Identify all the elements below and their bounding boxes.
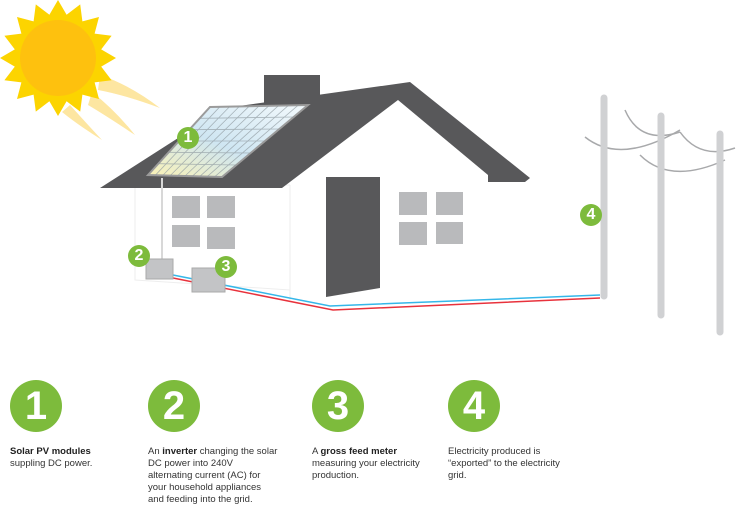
step-3-badge: 3 [312, 380, 364, 432]
front-windows [399, 192, 463, 245]
step-3: 3 A gross feed meter measuring your elec… [302, 380, 442, 482]
step-2: 2 An inverter changing the solar DC powe… [138, 380, 278, 506]
sun-icon [0, 0, 116, 116]
step-3-description: A gross feed meter measuring your electr… [312, 446, 420, 481]
sun-rays [62, 75, 160, 140]
step-4: 4 Electricity produced is “exported” to … [438, 380, 578, 482]
step-2-description: An inverter changing the solar DC power … [148, 446, 278, 505]
marker-3: 3 [215, 256, 237, 278]
step-2-badge: 2 [148, 380, 200, 432]
wire-red [172, 277, 601, 311]
step-4-description: Electricity produced is “exported” to th… [448, 446, 560, 481]
step-4-badge: 4 [448, 380, 500, 432]
marker-2: 2 [128, 245, 150, 267]
marker-1: 1 [177, 127, 199, 149]
step-1: 1 Solar PV modules suppling DC power. [0, 380, 140, 470]
inverter-box [145, 258, 174, 280]
door [326, 177, 380, 297]
side-windows [172, 196, 235, 249]
power-lines [584, 109, 736, 172]
utility-poles [600, 94, 724, 336]
step-1-description: Solar PV modules suppling DC power. [10, 446, 93, 469]
solar-house-scene [0, 0, 736, 336]
marker-4: 4 [580, 204, 602, 226]
step-1-badge: 1 [10, 380, 62, 432]
